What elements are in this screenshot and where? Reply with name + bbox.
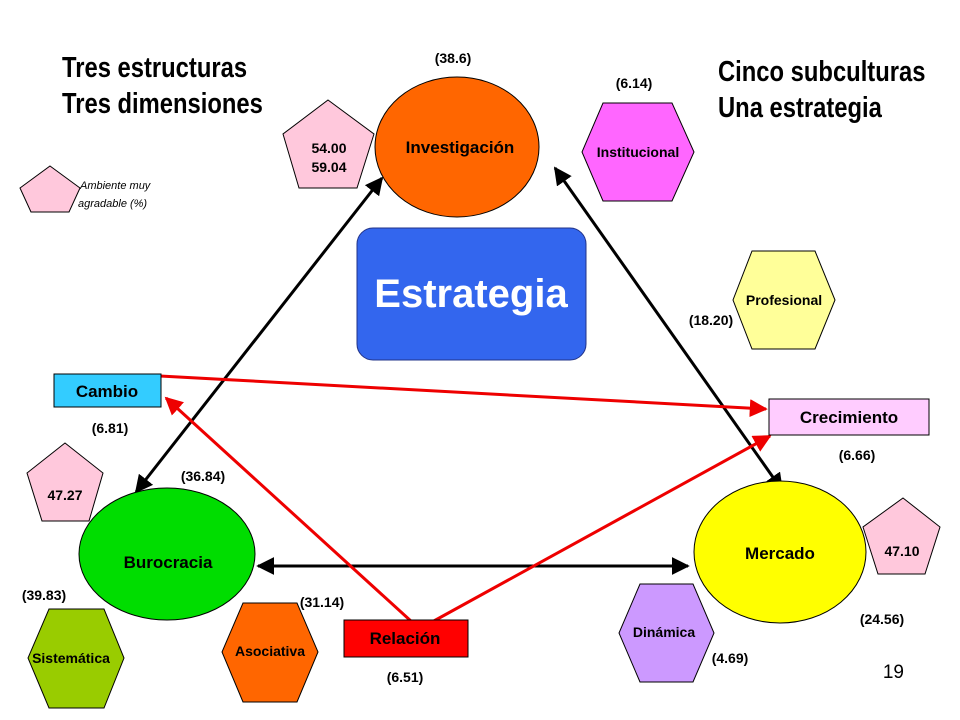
burocracia-value: (36.84): [181, 468, 225, 484]
institucional-hexagon[interactable]: [581, 102, 695, 202]
institucional-label: Institucional: [597, 144, 679, 160]
sistematica-hexagon[interactable]: [27, 608, 125, 709]
dinamica-value: (4.69): [712, 650, 749, 666]
arrow-relacion-cambio: [164, 396, 414, 624]
relacion-label: Relación: [370, 629, 441, 648]
relacion-box[interactable]: [343, 619, 469, 658]
profesional-value: (18.20): [689, 312, 733, 328]
arrow-relacion-crecimiento: [431, 434, 772, 624]
arrow-investigacion-burocracia: [134, 176, 384, 494]
page-number: 19: [882, 662, 904, 683]
crecimiento-value: (6.66): [839, 447, 876, 463]
profesional-hexagon[interactable]: [732, 250, 836, 350]
sistematica-label: Sistemática: [32, 650, 110, 666]
investigacion-node[interactable]: [374, 76, 540, 218]
legend-pentagon: [19, 165, 81, 213]
estrategia-box[interactable]: [356, 227, 587, 361]
cambio-label: Cambio: [76, 382, 138, 401]
dinamica-label: Dinámica: [633, 624, 695, 640]
investigacion-pentagon-line2: 59.04: [311, 159, 346, 175]
sistematica-value: (39.83): [22, 587, 66, 603]
mercado-pentagon-value: 47.10: [884, 543, 919, 559]
crecimiento-label: Crecimiento: [800, 408, 898, 427]
mercado-label: Mercado: [745, 544, 815, 563]
arrow-cambio-crecimiento: [159, 374, 768, 418]
legend-line2: agradable (%): [78, 198, 147, 210]
investigacion-pentagon: [282, 99, 375, 189]
left-heading-line1: Tres estructuras: [62, 52, 248, 84]
mercado-pentagon: [862, 497, 941, 575]
asociativa-label: Asociativa: [235, 643, 305, 659]
burocracia-pentagon: [26, 442, 104, 522]
investigacion-label: Investigación: [406, 138, 515, 157]
dinamica-hexagon[interactable]: [618, 583, 715, 683]
mercado-node[interactable]: [693, 480, 867, 624]
mercado-value: (24.56): [860, 611, 904, 627]
burocracia-node[interactable]: [78, 487, 256, 621]
asociativa-hexagon[interactable]: [221, 602, 319, 703]
asociativa-value: (31.14): [300, 594, 344, 610]
right-heading-line1: Cinco subculturas: [718, 56, 926, 88]
right-heading-line2: Una estrategia: [718, 92, 882, 124]
left-heading-line2: Tres dimensiones: [62, 88, 263, 120]
cambio-value: (6.81): [92, 420, 129, 436]
burocracia-pentagon-value: 47.27: [47, 487, 82, 503]
investigacion-value: (38.6): [435, 50, 472, 66]
legend-line1: Ambiente muy: [79, 180, 152, 192]
right-heading: Cinco subculturas Una estrategia: [718, 54, 925, 126]
institucional-value: (6.14): [616, 75, 653, 91]
profesional-label: Profesional: [746, 292, 822, 308]
estrategia-label: Estrategia: [374, 272, 568, 316]
crecimiento-box[interactable]: [768, 398, 930, 436]
burocracia-label: Burocracia: [124, 553, 213, 572]
arrow-investigacion-mercado: [553, 166, 784, 492]
left-heading: Tres estructuras Tres dimensiones: [62, 50, 263, 122]
investigacion-pentagon-line1: 54.00: [311, 140, 346, 156]
cambio-box[interactable]: [53, 373, 162, 408]
relacion-value: (6.51): [387, 669, 424, 685]
